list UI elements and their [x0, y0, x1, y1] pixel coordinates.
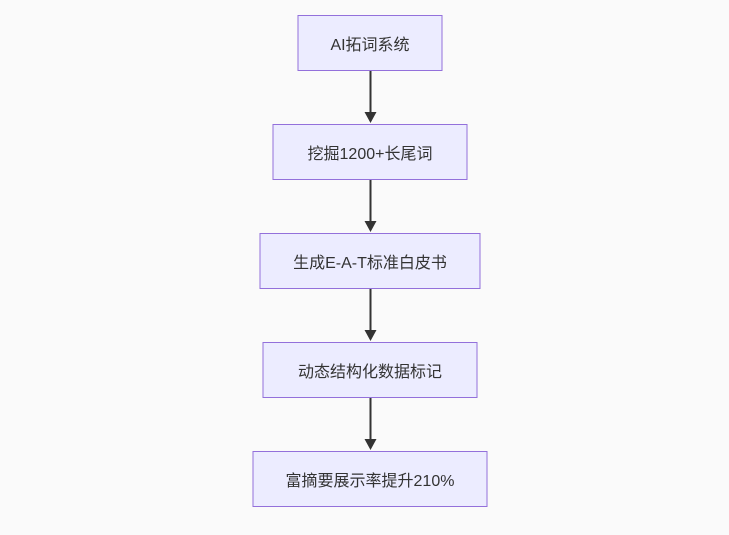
arrow-down-icon	[369, 71, 371, 113]
flow-node-label: AI拓词系统	[330, 37, 410, 54]
flow-node-ai-system: AI拓词系统	[297, 15, 443, 71]
flow-node-label: 挖掘1200+长尾词	[307, 146, 433, 163]
arrow-down-icon	[369, 289, 371, 331]
flow-node-eat-whitepaper: 生成E-A-T标准白皮书	[259, 233, 481, 289]
flow-node-label: 动态结构化数据标记	[297, 364, 442, 381]
flow-node-structured-data: 动态结构化数据标记	[262, 342, 478, 398]
flowchart: AI拓词系统 挖掘1200+长尾词 生成E-A-T标准白皮书 动态结构化数据标记…	[252, 15, 488, 507]
flow-node-rich-snippet-result: 富摘要展示率提升210%	[252, 451, 488, 507]
arrow-down-icon	[369, 180, 371, 222]
flow-node-label: 生成E-A-T标准白皮书	[293, 255, 447, 272]
flow-node-label: 富摘要展示率提升210%	[285, 473, 455, 490]
arrow-down-icon	[369, 398, 371, 440]
flow-node-longtail-keywords: 挖掘1200+长尾词	[272, 124, 468, 180]
